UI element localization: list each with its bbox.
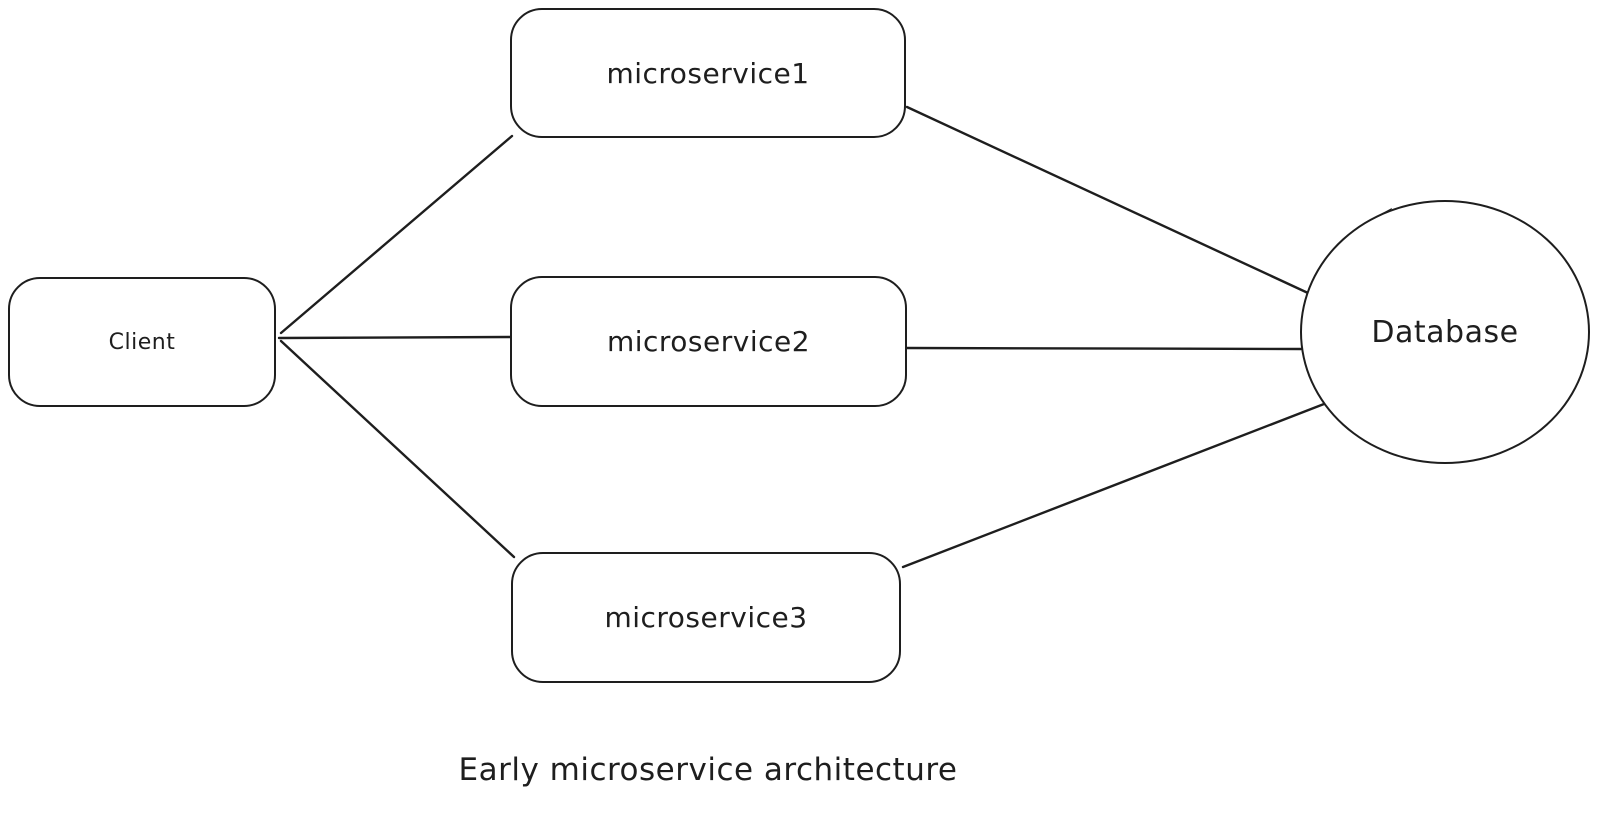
edge-client-microservice3: [279, 339, 516, 559]
node-database: Database: [1300, 200, 1590, 464]
edge-microservice1-database: [905, 105, 1310, 295]
node-database-label: Database: [1371, 314, 1519, 350]
node-client: Client: [8, 277, 276, 407]
node-microservice2-label: microservice2: [606, 325, 811, 358]
edge-client-microservice1: [279, 134, 514, 335]
node-microservice1: microservice1: [510, 8, 906, 138]
edge-client-microservice2: [277, 335, 512, 340]
diagram-title: Early microservice architecture: [458, 752, 958, 788]
edge-microservice2-database: [905, 346, 1303, 351]
node-microservice1-label: microservice1: [606, 56, 810, 90]
edge-microservice3-database: [901, 402, 1326, 569]
node-microservice2: microservice2: [510, 276, 907, 407]
node-microservice3-label: microservice3: [604, 601, 808, 634]
node-microservice3: microservice3: [511, 552, 901, 683]
node-client-label: Client: [108, 329, 176, 355]
